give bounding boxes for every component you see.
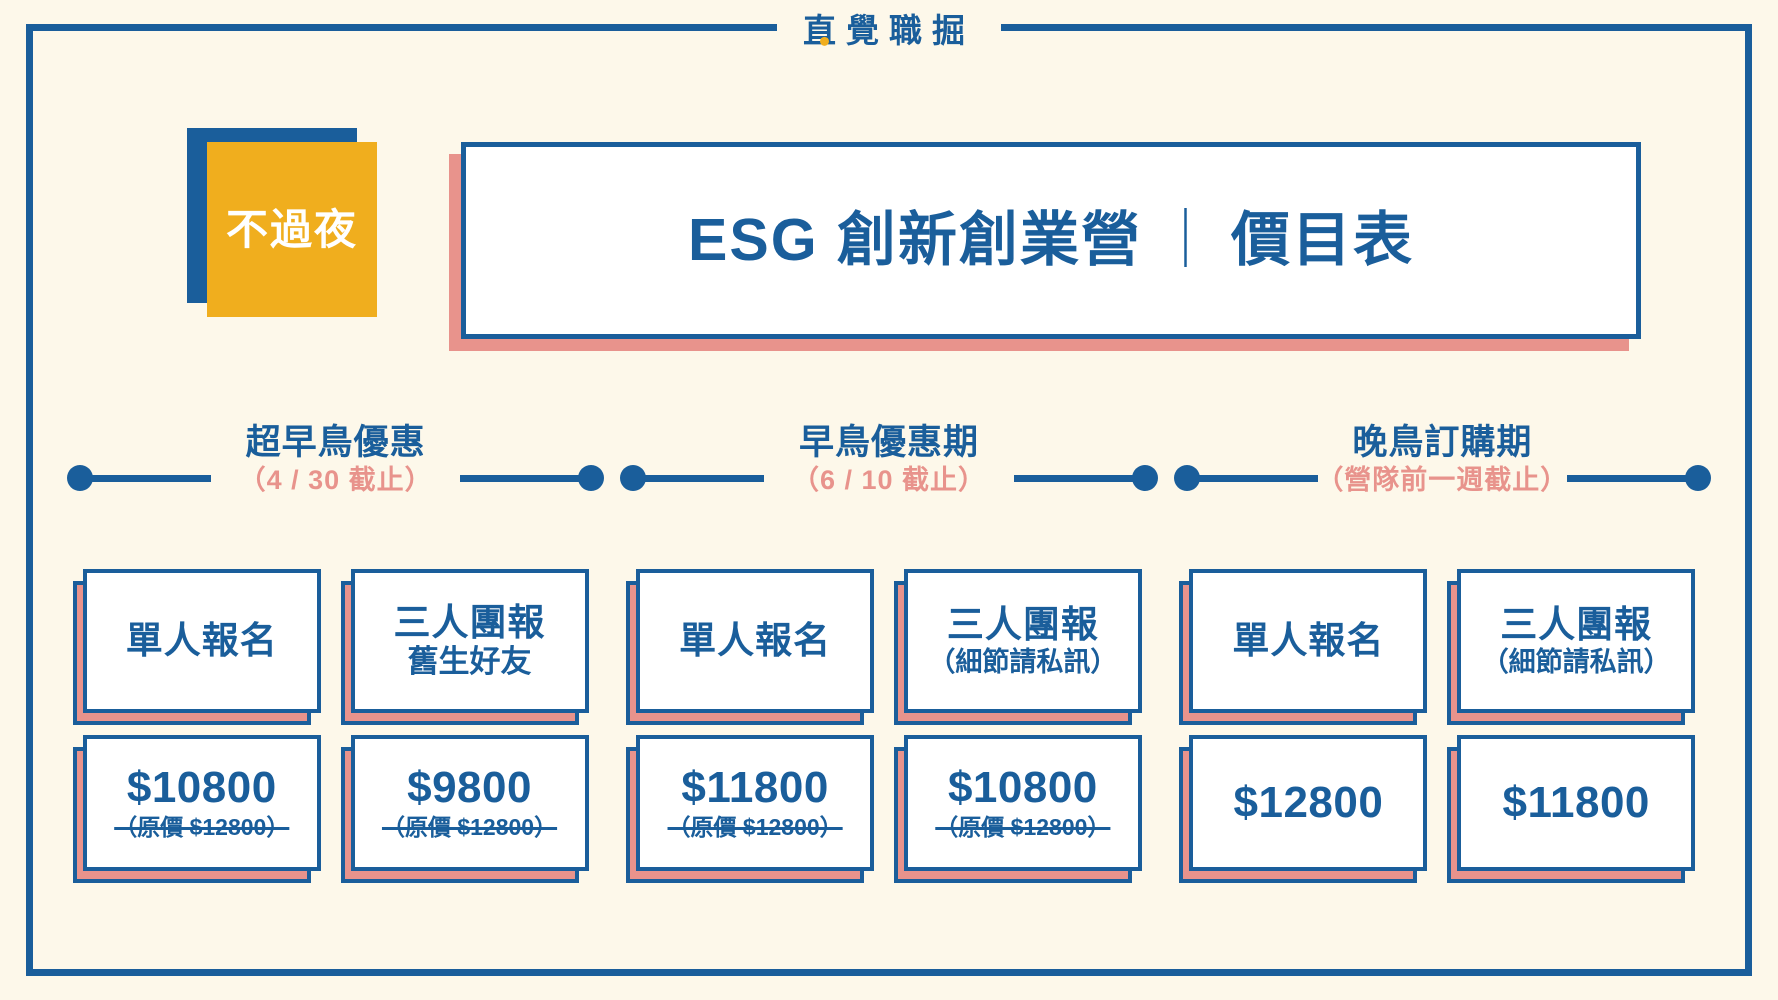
- plan-card[interactable]: 單人報名: [1179, 569, 1428, 725]
- plan-price: $10800: [126, 763, 277, 812]
- plan-subtitle: （細節請私訊）: [928, 646, 1118, 677]
- plan-price: $11800: [681, 763, 829, 812]
- phase-rule-right: [1013, 475, 1154, 482]
- phase-knob-right: [1131, 465, 1158, 491]
- price-card[interactable]: $11800: [1447, 735, 1696, 883]
- plan-subtitle: （細節請私訊）: [1481, 646, 1671, 677]
- plan-card-face: 三人團報（細節請私訊）: [1457, 569, 1696, 713]
- badge-face: 不過夜: [207, 142, 377, 317]
- price-card[interactable]: $12800: [1179, 735, 1428, 883]
- phase-knob-right: [578, 465, 605, 491]
- plan-column: 三人團報（細節請私訊） $10800（原價 $12800）: [893, 569, 1148, 909]
- phase-group-1: 單人報名$10800（原價 $12800）三人團報舊生好友$9800（原價 $1…: [59, 569, 612, 909]
- phase-knob-right: [1684, 465, 1711, 491]
- pricing-grid: 單人報名$10800（原價 $12800）三人團報舊生好友$9800（原價 $1…: [59, 569, 1719, 909]
- page-title: ESG 創新創業營｜價目表: [688, 211, 1414, 270]
- price-card-face: $12800: [1189, 735, 1428, 871]
- page-title-sub: 價目表: [1231, 207, 1415, 273]
- page-title-main: ESG 創新創業營: [687, 207, 1142, 273]
- plan-card[interactable]: 三人團報舊生好友: [340, 569, 589, 725]
- price-card-face: $10800（原價 $12800）: [82, 735, 321, 871]
- poster-frame: 直覺職掘 不過夜 ESG 創新創業營｜價目表 超早鳥優惠（4 / 30 截止）早…: [26, 13, 1752, 976]
- plan-card[interactable]: 三人團報（細節請私訊）: [1447, 569, 1696, 725]
- plan-column: 三人團報（細節請私訊） $11800: [1447, 569, 1701, 909]
- plan-card[interactable]: 三人團報（細節請私訊）: [893, 569, 1142, 725]
- phase-deadline: （4 / 30 截止）: [238, 465, 433, 496]
- plan-card-face: 單人報名: [636, 569, 875, 713]
- plan-card-face: 三人團報舊生好友: [350, 569, 589, 713]
- plan-title: 單人報名: [1232, 619, 1385, 661]
- badge-label: 不過夜: [225, 205, 358, 253]
- brand-dot-icon: [820, 36, 829, 46]
- phase-rule-right: [460, 475, 601, 482]
- price-card-face: $11800（原價 $12800）: [636, 735, 875, 871]
- plan-title: 三人團報: [1500, 603, 1653, 645]
- plan-title: 三人團報: [393, 601, 546, 643]
- phase-deadline: （營隊前一週截止）: [1316, 465, 1569, 496]
- phase-knob-left: [620, 465, 647, 491]
- phase-knob-left: [1173, 465, 1200, 491]
- phase-rule-left: [624, 475, 765, 482]
- plan-card-face: 單人報名: [82, 569, 321, 713]
- plan-original-price: （原價 $12800）: [381, 814, 558, 841]
- title-row: 不過夜 ESG 創新創業營｜價目表: [33, 126, 1745, 351]
- phase-name: 早鳥優惠期: [798, 423, 979, 462]
- plan-price: $12800: [1233, 777, 1384, 827]
- plan-price: $10800: [947, 763, 1098, 812]
- plan-price: $9800: [407, 763, 532, 812]
- title-card: ESG 創新創業營｜價目表: [449, 142, 1641, 351]
- price-card[interactable]: $11800（原價 $12800）: [626, 735, 875, 883]
- plan-column: 單人報名 $12800: [1179, 569, 1433, 909]
- phase-name: 超早鳥優惠: [245, 423, 426, 462]
- plan-card-face: 單人報名: [1189, 569, 1428, 713]
- plan-original-price: （原價 $12800）: [114, 814, 290, 841]
- price-card[interactable]: $10800（原價 $12800）: [72, 735, 321, 883]
- phase-knob-left: [67, 465, 93, 491]
- title-card-face: ESG 創新創業營｜價目表: [461, 142, 1641, 339]
- phase-name: 晚鳥訂購期: [1352, 423, 1533, 462]
- phase-3: 晚鳥訂購期（營隊前一週截止）: [1166, 423, 1719, 533]
- plan-card[interactable]: 單人報名: [72, 569, 321, 725]
- phase-2: 早鳥優惠期（6 / 10 截止）: [612, 423, 1165, 533]
- plan-title: 單人報名: [125, 619, 278, 661]
- phase-deadline: （6 / 10 截止）: [791, 465, 987, 496]
- plan-subtitle: 舊生好友: [407, 644, 532, 680]
- plan-original-price: （原價 $12800）: [935, 814, 1111, 841]
- plan-column: 單人報名 $11800（原價 $12800）: [626, 569, 880, 909]
- plan-original-price: （原價 $12800）: [667, 814, 843, 841]
- plan-title: 單人報名: [679, 619, 832, 661]
- phase-rule-left: [71, 475, 211, 482]
- plan-column: 單人報名 $10800（原價 $12800）: [72, 569, 327, 909]
- phase-1: 超早鳥優惠（4 / 30 截止）: [59, 423, 612, 533]
- price-card-face: $10800（原價 $12800）: [903, 735, 1142, 871]
- price-card[interactable]: $9800（原價 $12800）: [340, 735, 589, 883]
- phase-group-3: 單人報名 $12800 三人團報（細節請私訊） $11800: [1166, 569, 1719, 909]
- price-card[interactable]: $10800（原價 $12800）: [893, 735, 1142, 883]
- overnight-badge: 不過夜: [187, 128, 377, 317]
- plan-card[interactable]: 單人報名: [626, 569, 875, 725]
- brand-header: 直覺職掘: [777, 11, 1001, 49]
- price-card-face: $11800: [1457, 735, 1696, 871]
- phase-group-2: 單人報名$11800（原價 $12800）三人團報（細節請私訊）$10800（原…: [612, 569, 1165, 909]
- plan-card-face: 三人團報（細節請私訊）: [903, 569, 1142, 713]
- phase-rule-right: [1566, 475, 1707, 482]
- phase-timeline: 超早鳥優惠（4 / 30 截止）早鳥優惠期（6 / 10 截止）晚鳥訂購期（營隊…: [59, 423, 1719, 533]
- plan-title: 三人團報: [946, 603, 1099, 645]
- page-title-separator: ｜: [1155, 207, 1217, 273]
- brand-name: 直覺職掘: [803, 11, 975, 49]
- plan-price: $11800: [1502, 777, 1650, 827]
- plan-column: 三人團報舊生好友 $9800（原價 $12800）: [340, 569, 595, 909]
- phase-rule-left: [1177, 475, 1318, 482]
- price-card-face: $9800（原價 $12800）: [350, 735, 589, 871]
